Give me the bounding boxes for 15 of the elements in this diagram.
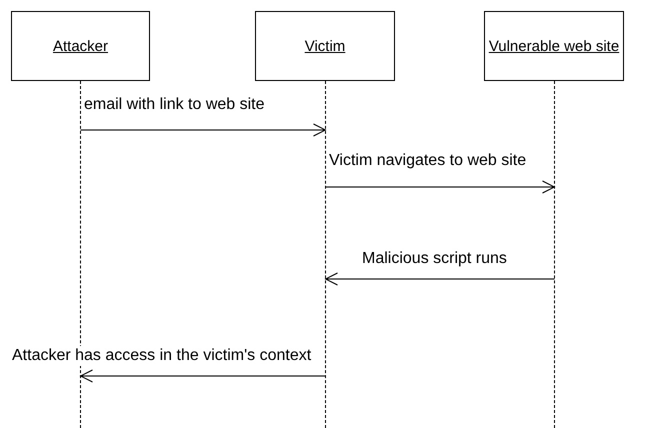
message-arrow [325, 180, 555, 194]
participant-box [484, 11, 624, 81]
participant-box [255, 11, 395, 81]
message-arrow [80, 124, 326, 136]
participant-name: Vulnerable web site [488, 38, 620, 54]
edge-label: Attacker has access in the victim's context [12, 346, 312, 366]
participant-name: Attacker [52, 38, 108, 54]
message-arrow [80, 370, 326, 382]
participant-name: Victim [304, 38, 346, 54]
message-arrow [325, 272, 555, 286]
lifeline [554, 81, 555, 428]
edge-label: Malicious script runs [362, 249, 507, 269]
edge-label: Victim navigates to web site [329, 151, 526, 171]
participant-box [11, 11, 150, 81]
lifeline [325, 81, 326, 428]
